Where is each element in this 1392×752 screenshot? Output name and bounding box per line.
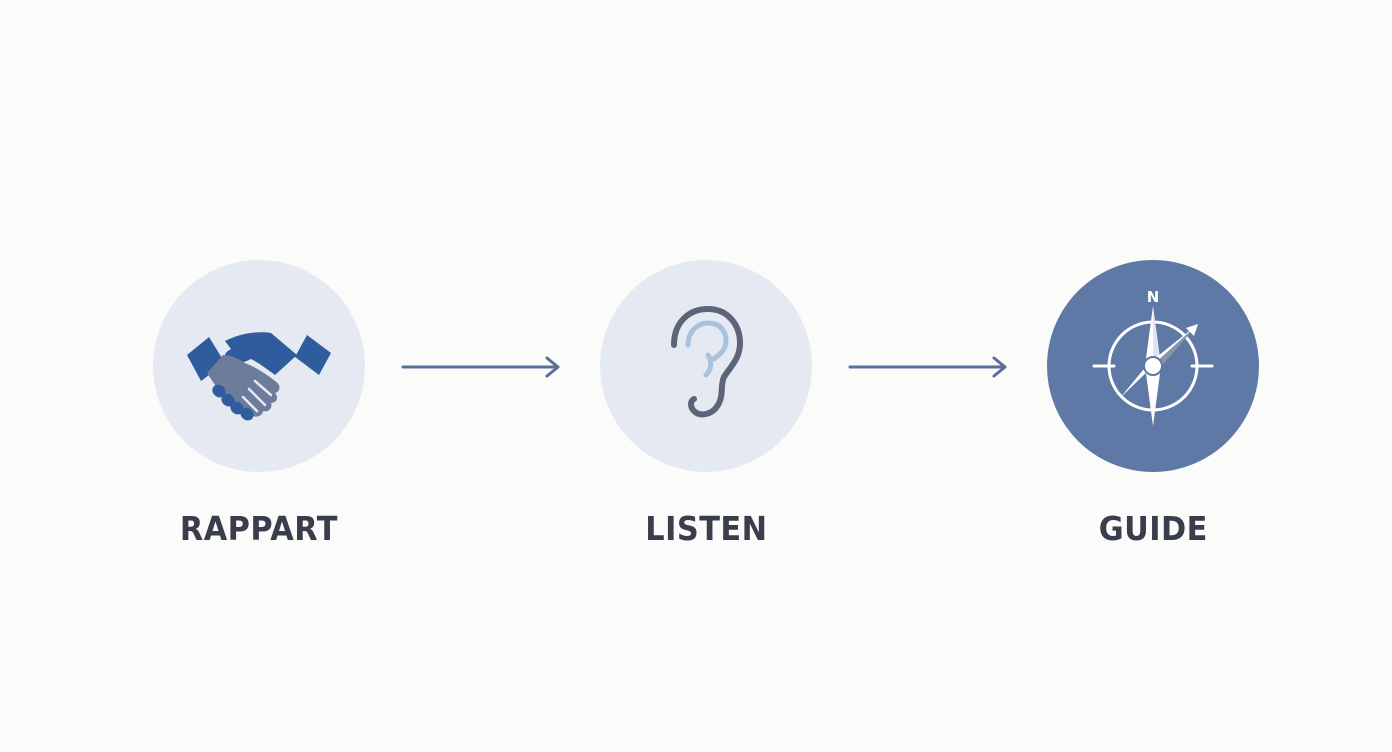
step-circle [600, 260, 812, 472]
step-guide: N GUIDE [1023, 260, 1283, 545]
ear-icon [671, 306, 743, 418]
compass-north-label: N [1147, 288, 1160, 306]
arrow-right-icon [848, 356, 1007, 378]
step-rappart: RAPPART [129, 260, 389, 545]
handshake-icon [187, 332, 331, 421]
step-label: LISTEN [644, 509, 768, 548]
step-circle [153, 260, 365, 472]
step-label: GUIDE [1098, 509, 1208, 548]
step-listen: LISTEN [576, 260, 836, 545]
compass-icon: N [1092, 288, 1214, 426]
arrow-right-icon [401, 356, 560, 378]
step-circle: N [1047, 260, 1259, 472]
step-label: RAPPART [179, 509, 339, 548]
